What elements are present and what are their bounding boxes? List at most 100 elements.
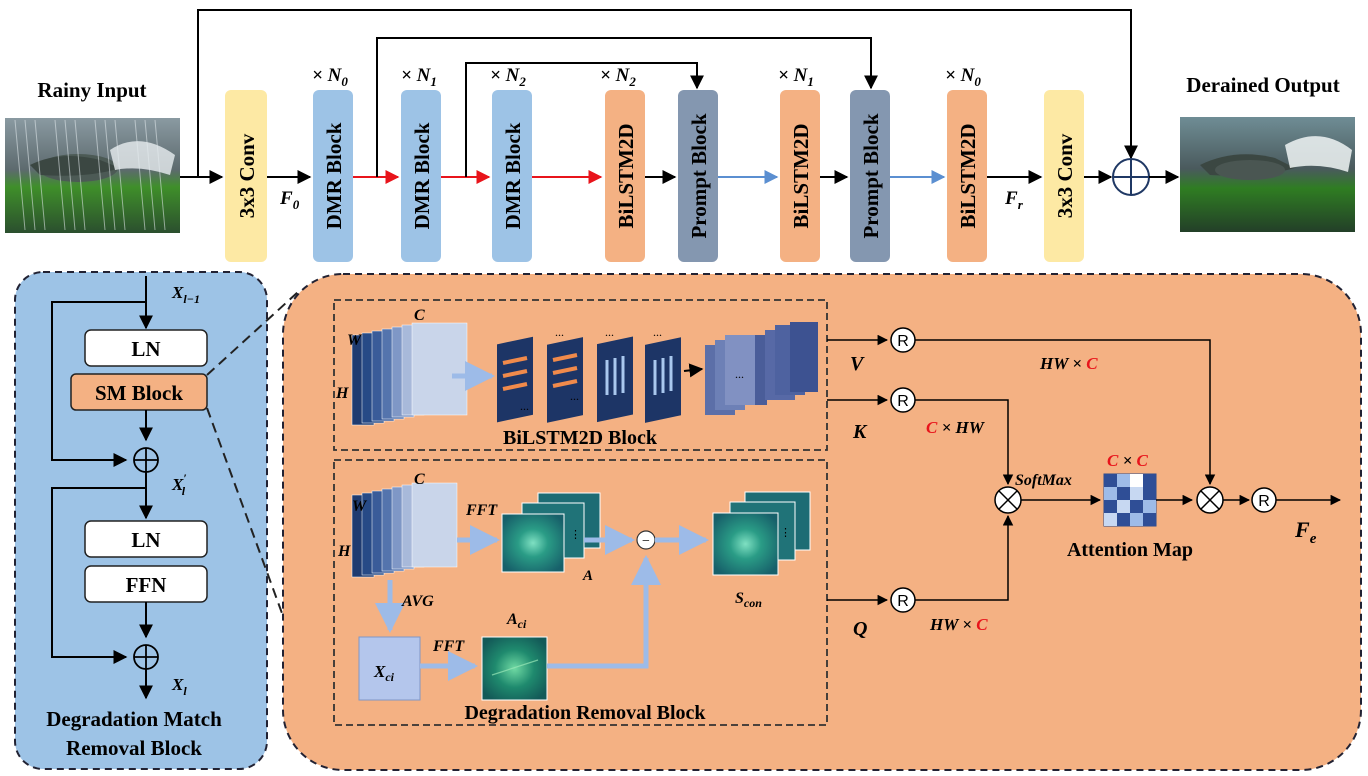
- ffn-box: FFN: [84, 565, 208, 603]
- block-bilstm-2: BiLSTM2D: [780, 90, 820, 262]
- ln-box-1: LN: [84, 329, 208, 367]
- svg-text:R: R: [1258, 493, 1270, 510]
- mult-n0: × N0: [945, 65, 981, 89]
- fr-label: Fr: [1004, 188, 1024, 212]
- v-path-arrow: [915, 339, 1216, 486]
- a-label: A: [582, 568, 593, 584]
- rainy-input-label: Rainy Input: [37, 78, 146, 102]
- svg-text:DMR Block: DMR Block: [410, 122, 434, 229]
- svg-text:BiLSTM2D: BiLSTM2D: [956, 123, 980, 228]
- derained-output-image: [1180, 117, 1355, 232]
- flow-arrow: [547, 555, 661, 669]
- dmr-panel-title-2: Removal Block: [66, 736, 202, 760]
- multiply-node-2: [1196, 486, 1224, 514]
- x-mid-label: X′l: [171, 471, 187, 498]
- flow-arrow: [683, 363, 704, 378]
- scan-slices: ... ... ... ... ...: [497, 325, 681, 423]
- xci-box: Xci: [358, 636, 421, 701]
- svg-text:DMR Block: DMR Block: [501, 122, 525, 229]
- reshape-node-v: R: [890, 327, 916, 353]
- svg-text:Prompt Block: Prompt Block: [859, 113, 883, 238]
- zoom-line: [206, 407, 333, 751]
- svg-text:−: −: [642, 534, 650, 549]
- attention-map-grid: [1103, 473, 1157, 527]
- svg-text:⋮: ⋮: [780, 527, 791, 539]
- q-path-arrow: [915, 514, 1014, 601]
- skip-arrow: [465, 62, 704, 177]
- block-conv-1: 3x3 Conv: [225, 90, 267, 262]
- mult-n2: × N2: [490, 65, 526, 89]
- reshape-node-q: R: [890, 587, 916, 613]
- svg-text:FFN: FFN: [126, 573, 167, 597]
- svg-text:Prompt Block: Prompt Block: [687, 113, 711, 238]
- svg-text:...: ...: [735, 367, 744, 381]
- skip-arrow: [376, 37, 878, 177]
- svg-text:...: ...: [605, 325, 614, 339]
- avg-label: AVG: [401, 593, 434, 610]
- attention-map-label: Attention Map: [1067, 539, 1193, 561]
- dmr-panel-title-1: Degradation Match: [46, 707, 222, 731]
- residual-arrow: [51, 487, 146, 664]
- x-out-label: Xl: [171, 675, 187, 698]
- svg-text:LN: LN: [131, 337, 160, 361]
- svg-text:DMR Block: DMR Block: [322, 122, 346, 229]
- hw-c-top: HW × C: [1039, 354, 1098, 373]
- svg-text:...: ...: [520, 399, 529, 413]
- reshape-node-out: R: [1251, 487, 1277, 513]
- mult-n0: × N0: [312, 65, 348, 89]
- fft-label: FFT: [465, 502, 498, 519]
- add-node: [133, 644, 159, 670]
- softmax-label: SoftMax: [1015, 472, 1072, 489]
- svg-text:...: ...: [653, 325, 662, 339]
- derained-output-label: Derained Output: [1186, 73, 1339, 97]
- q-label: Q: [853, 618, 867, 640]
- block-conv-2: 3x3 Conv: [1044, 90, 1084, 262]
- svg-text:SM Block: SM Block: [95, 381, 183, 405]
- block-dmr-2: DMR Block: [401, 90, 441, 262]
- dim-w: W: [347, 332, 363, 349]
- block-bilstm-3: BiLSTM2D: [947, 90, 987, 262]
- add-node: [1112, 158, 1150, 196]
- hw-c-bottom: HW × C: [929, 615, 988, 634]
- svg-text:3x3 Conv: 3x3 Conv: [235, 133, 259, 218]
- mult-n2: × N2: [600, 65, 636, 89]
- feature-tensor-out: ...: [705, 322, 818, 415]
- multiply-node-1: [994, 486, 1022, 514]
- residual-arrow: [51, 301, 146, 467]
- mult-n1: × N1: [778, 65, 814, 89]
- dim-h: H: [337, 543, 351, 560]
- ln-box-2: LN: [84, 520, 208, 558]
- rainy-input-image: [5, 118, 180, 233]
- drb-box: [333, 459, 828, 726]
- fft-spectrum-a: ⋮: [501, 492, 601, 573]
- fft-label: FFT: [432, 638, 465, 655]
- bilstm2d-block-box: [333, 299, 828, 451]
- svg-text:LN: LN: [131, 528, 160, 552]
- subtract-node: −: [636, 530, 656, 550]
- aci-spectrum: [481, 636, 548, 701]
- v-label: V: [850, 353, 865, 375]
- sm-block-box: SM Block: [70, 373, 208, 411]
- dim-c: C: [414, 471, 425, 488]
- svg-text:BiLSTM2D: BiLSTM2D: [614, 123, 638, 228]
- c-hw-label: C × HW: [926, 418, 986, 437]
- feature-tensor-bilstm: [351, 322, 468, 426]
- svg-text:R: R: [897, 393, 909, 410]
- reshape-node-k: R: [890, 387, 916, 413]
- drb-title: Degradation Removal Block: [464, 702, 706, 724]
- block-prompt-1: Prompt Block: [678, 90, 718, 262]
- bilstm2d-block-title: BiLSTM2D Block: [503, 427, 658, 449]
- svg-text:...: ...: [570, 389, 579, 403]
- svg-text:⋮: ⋮: [570, 529, 581, 541]
- block-prompt-2: Prompt Block: [850, 90, 890, 262]
- svg-text:3x3 Conv: 3x3 Conv: [1053, 133, 1077, 218]
- feature-tensor-drb: [351, 482, 458, 578]
- global-skip-arrow: [197, 9, 1138, 177]
- svg-text:BiLSTM2D: BiLSTM2D: [789, 123, 813, 228]
- scon-tensor: ⋮: [712, 491, 811, 576]
- block-bilstm-1: BiLSTM2D: [605, 90, 645, 262]
- svg-text:R: R: [897, 593, 909, 610]
- svg-text:...: ...: [555, 325, 564, 339]
- dim-h: H: [335, 385, 349, 402]
